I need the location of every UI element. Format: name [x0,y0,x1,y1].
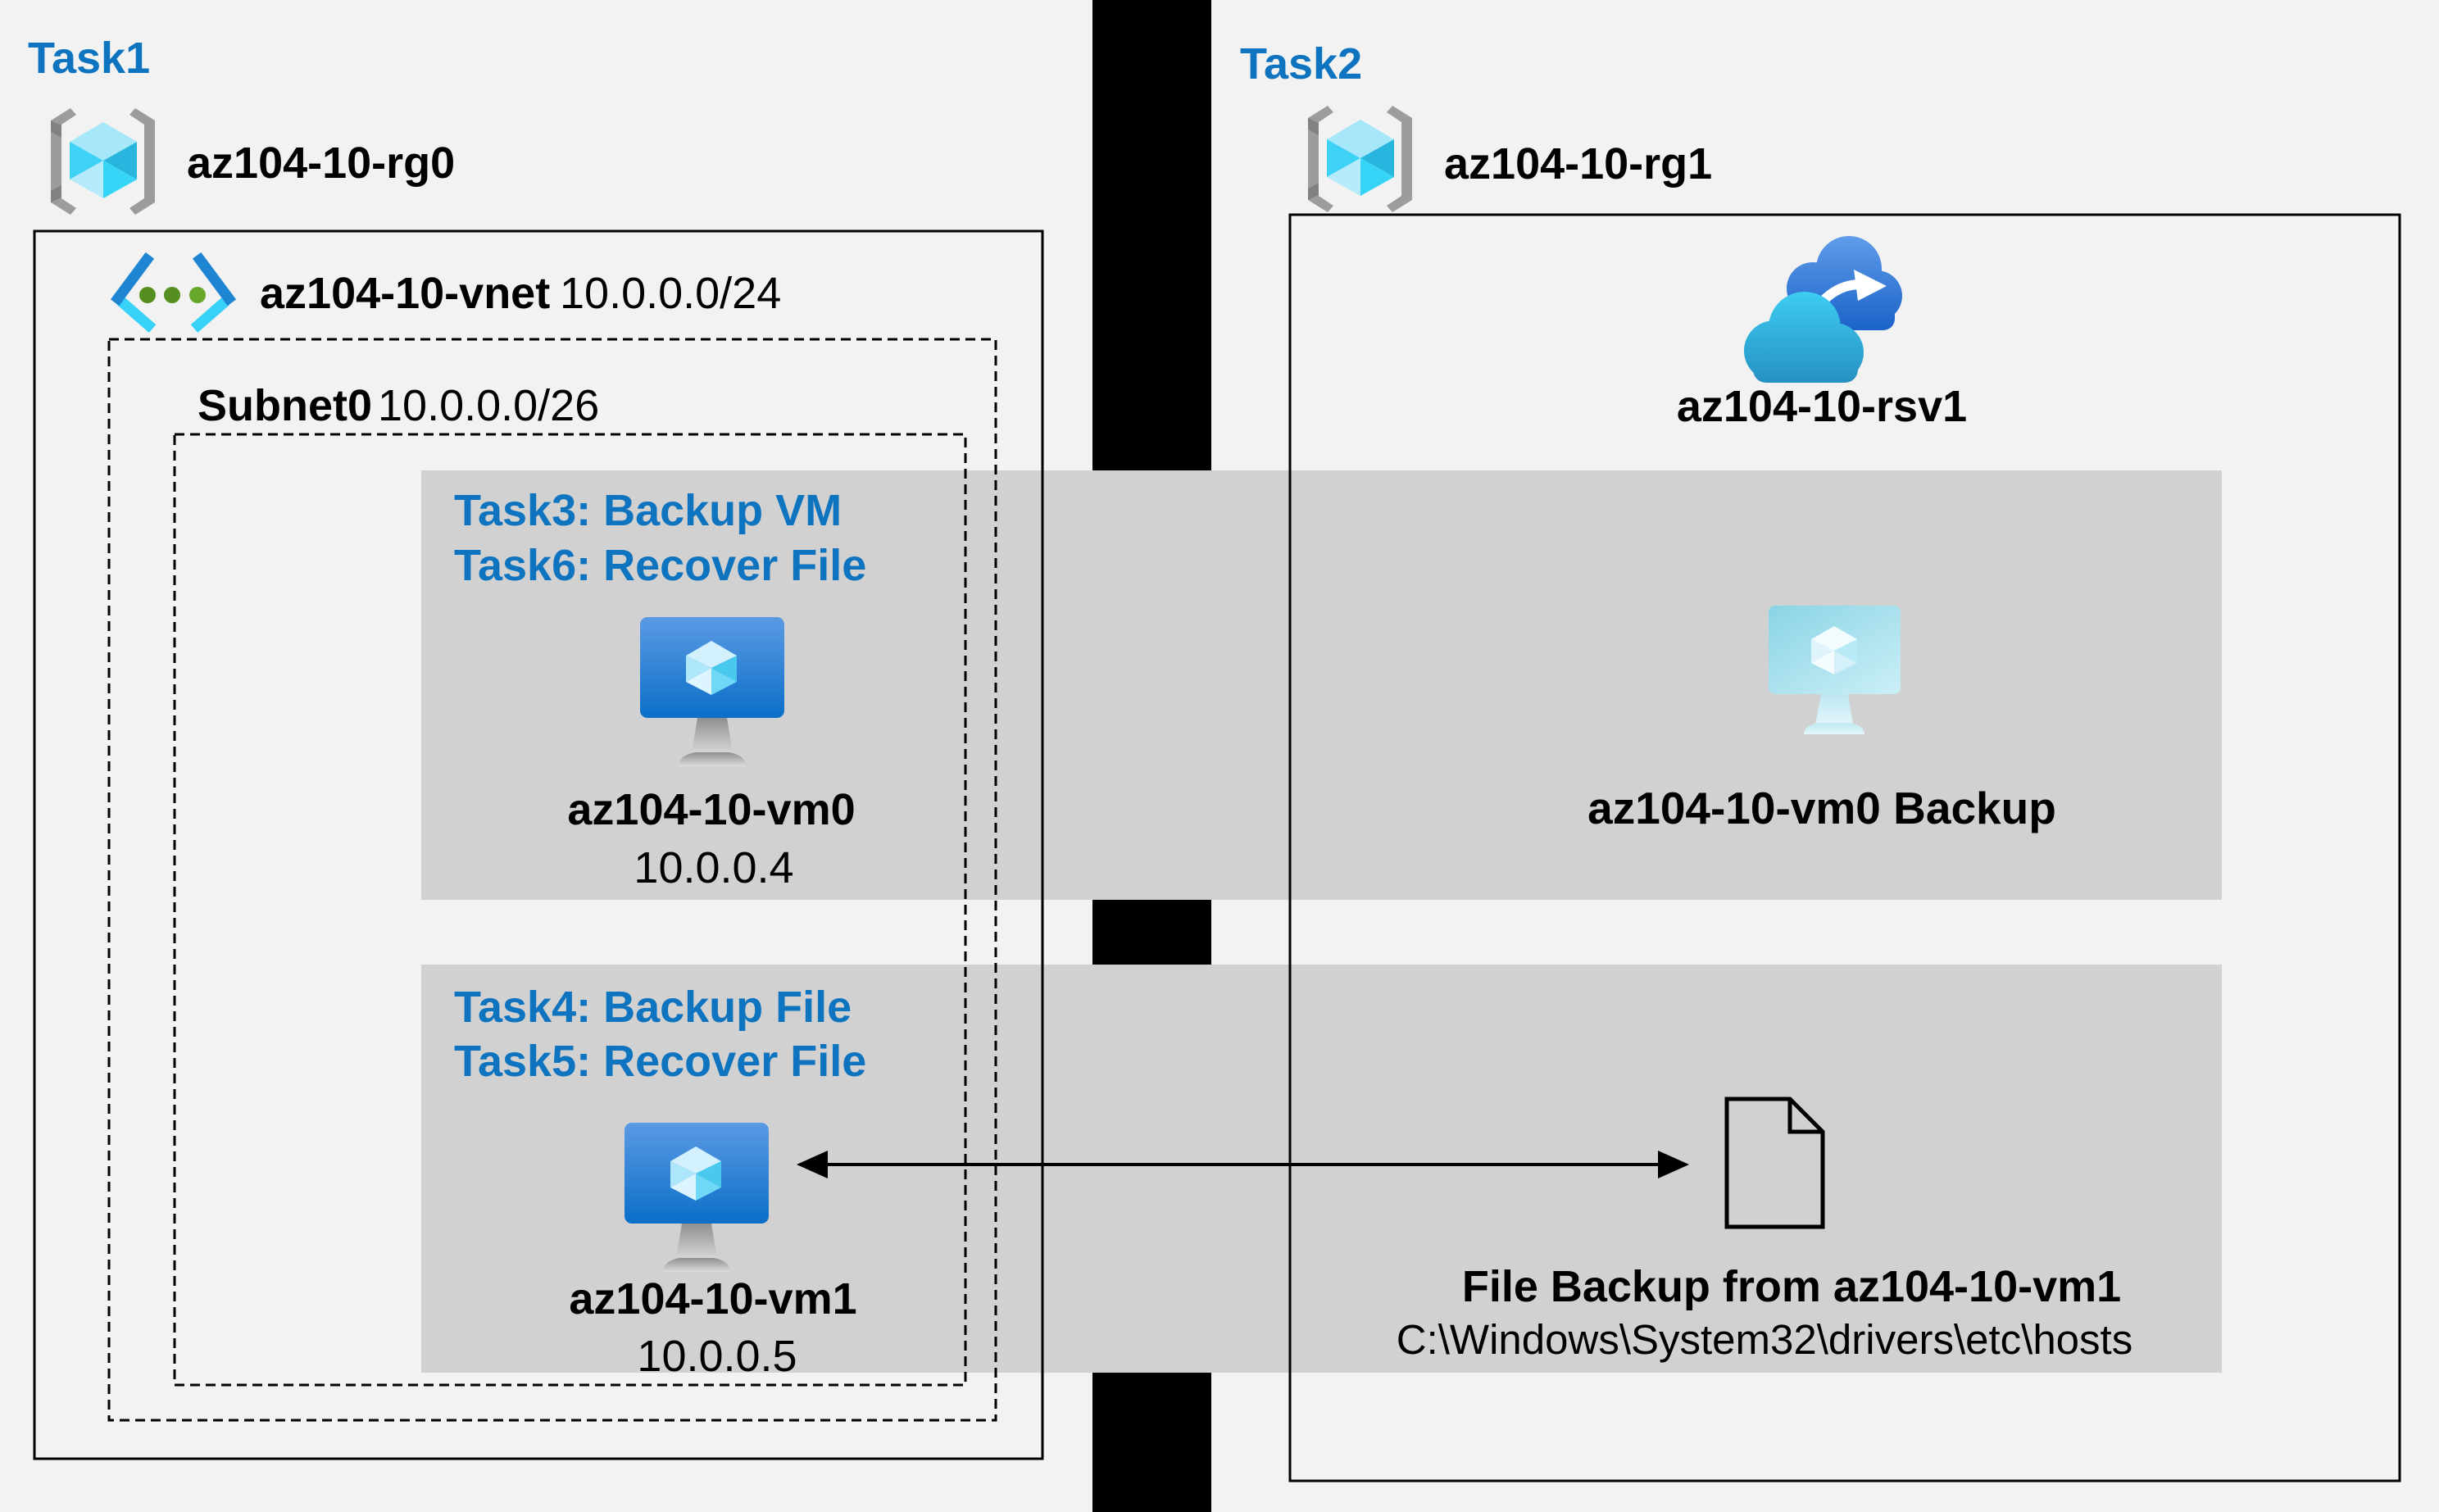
svg-text:az104-10-vm0 Backup: az104-10-vm0 Backup [1587,783,2056,833]
svg-text:az104-10-rg1: az104-10-rg1 [1444,139,1712,188]
svg-text:10.0.0.0/26: 10.0.0.0/26 [378,381,599,430]
svg-text:10.0.0.4: 10.0.0.4 [634,843,793,892]
svg-text:az104-10-vnet: az104-10-vnet [260,269,550,318]
svg-text:Subnet0: Subnet0 [198,381,372,430]
svg-text:az104-10-vm1: az104-10-vm1 [569,1274,856,1324]
svg-text:az104-10-rsv1: az104-10-rsv1 [1677,382,1967,431]
svg-text:10.0.0.0/24: 10.0.0.0/24 [560,269,781,318]
svg-text:Task4: Backup File: Task4: Backup File [454,983,852,1032]
svg-text:Task1: Task1 [28,34,150,83]
svg-text:Task5: Recover File: Task5: Recover File [454,1037,866,1086]
svg-text:C:\Windows\System32\drivers\et: C:\Windows\System32\drivers\etc\hosts [1397,1316,2132,1363]
svg-text:az104-10-rg0: az104-10-rg0 [187,138,455,188]
svg-text:az104-10-vm0: az104-10-vm0 [567,785,855,834]
svg-text:Task2: Task2 [1240,39,1362,89]
svg-text:10.0.0.5: 10.0.0.5 [637,1332,797,1381]
svg-text:Task3: Backup VM: Task3: Backup VM [454,486,842,535]
svg-text:File Backup from az104-10-vm1: File Backup from az104-10-vm1 [1462,1262,2121,1311]
svg-text:Task6: Recover File: Task6: Recover File [454,541,866,590]
